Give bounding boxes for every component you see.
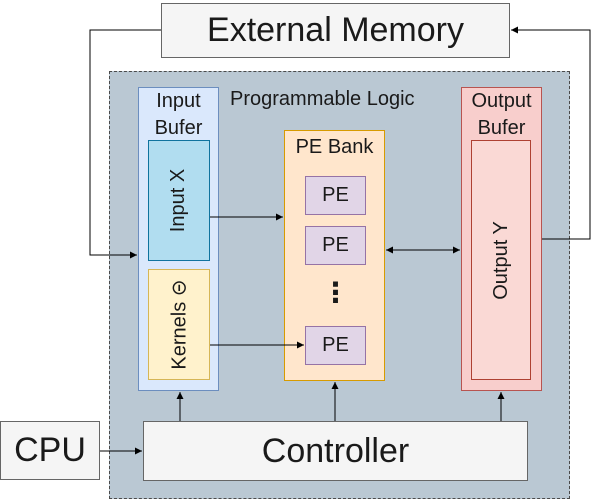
kernels-block: Kernels ⊝ xyxy=(148,269,210,380)
output-buffer-label-line1: Output xyxy=(471,90,532,112)
controller-label: Controller xyxy=(261,431,410,470)
input-buffer-label-line1: Input xyxy=(156,90,201,112)
input-x-label: Input X xyxy=(167,168,190,233)
pe-unit-label: PE xyxy=(322,234,349,256)
programmable-logic-label: Programmable Logic xyxy=(230,88,415,110)
pe-unit: PE xyxy=(305,226,366,265)
output-y-label: Output Y xyxy=(489,220,512,300)
pe-unit: PE xyxy=(305,326,366,365)
output-y-block: Output Y xyxy=(471,140,531,380)
pe-unit: PE xyxy=(305,176,366,215)
kernels-label: Kernels ⊝ xyxy=(168,279,191,370)
external-memory-block: External Memory xyxy=(161,3,510,58)
pe-unit-label: PE xyxy=(322,184,349,206)
pe-unit-label: PE xyxy=(322,334,349,356)
pe-bank-label: PE Bank xyxy=(295,136,374,158)
input-buffer-label-line2: Bufer xyxy=(154,117,203,139)
input-buffer-label: Input Bufer xyxy=(138,88,219,142)
cpu-label: CPU xyxy=(14,431,86,469)
controller-block: Controller xyxy=(143,421,528,481)
output-buffer-label-line2: Bufer xyxy=(477,117,526,139)
cpu-block: CPU xyxy=(0,421,100,480)
input-x-block: Input X xyxy=(148,140,210,261)
output-buffer-label: Output Bufer xyxy=(461,88,542,142)
pe-ellipsis: ⋮ xyxy=(321,277,350,308)
external-memory-label: External Memory xyxy=(207,11,464,49)
